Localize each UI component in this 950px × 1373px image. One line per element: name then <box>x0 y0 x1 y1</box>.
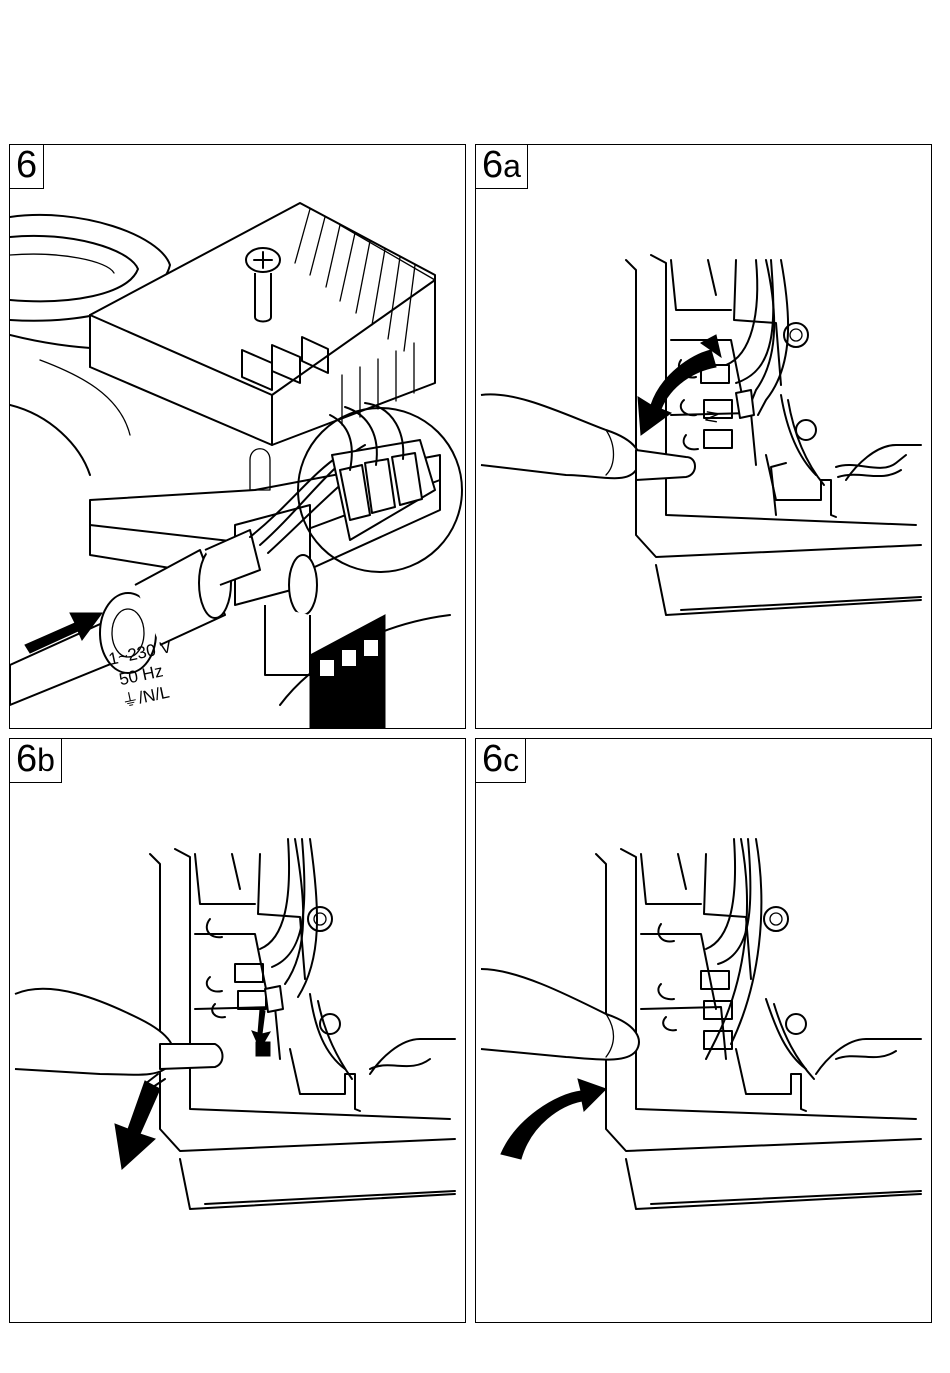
terminal-close-illustration <box>476 739 932 1323</box>
panel-6c-label: 6c <box>476 739 526 783</box>
finger <box>481 394 695 480</box>
panel-6b: 6b <box>9 738 466 1323</box>
power-spec-label: 1~230 V 50 Hz ⏚/N/L <box>107 637 183 712</box>
wire-insert-illustration <box>10 739 466 1323</box>
finger <box>15 989 223 1075</box>
panel-6a-label: 6a <box>476 145 528 189</box>
panel-6c: 6c <box>475 738 932 1323</box>
panel-6-label: 6 <box>10 145 44 189</box>
panel-6a: 6a N <box>475 144 932 729</box>
cables <box>726 260 906 485</box>
panel-6: 6 <box>9 144 466 729</box>
cables <box>706 839 896 1079</box>
close-arrow <box>501 1079 606 1159</box>
terminal-release-illustration: N <box>476 145 932 729</box>
terminal-n-label: N <box>702 409 723 424</box>
pull-arrow <box>115 1074 165 1169</box>
terminal-housing <box>596 849 921 1209</box>
terminal-box-illustration: 1~230 V 50 Hz ⏚/N/L <box>10 145 466 729</box>
panel-6b-label: 6b <box>10 739 62 783</box>
finger <box>481 969 639 1060</box>
